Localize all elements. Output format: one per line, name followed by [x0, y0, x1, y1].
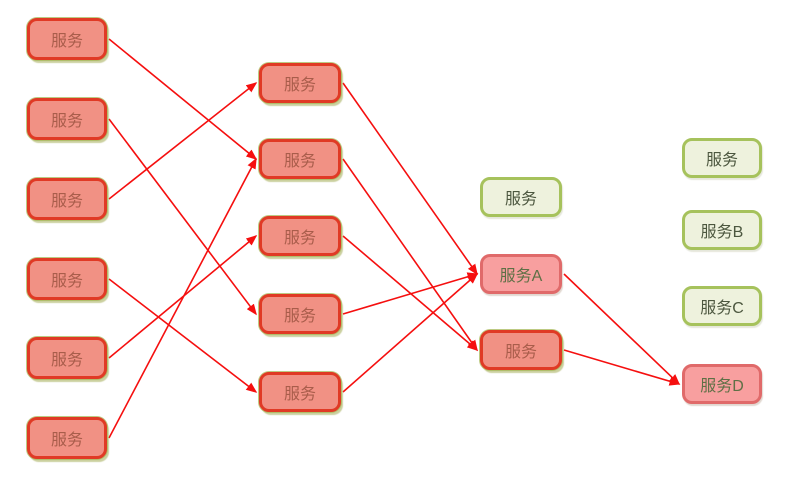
- node-svc-c[interactable]: 服务C: [682, 286, 762, 326]
- node-label: 服务: [50, 432, 83, 449]
- node-label: 服务: [283, 153, 316, 170]
- node-label: 服务B: [700, 224, 744, 241]
- node-svc-1-1[interactable]: 服务: [27, 18, 107, 60]
- node-svc-1-6[interactable]: 服务: [27, 417, 107, 459]
- edge-svc-a--svc-d[interactable]: [563, 273, 681, 386]
- node-label: 服务: [283, 230, 316, 247]
- edge-svc-1-1--svc-2-2[interactable]: [108, 38, 258, 160]
- node-svc-d[interactable]: 服务D: [682, 364, 762, 404]
- edge-svc-2-1--svc-a[interactable]: [342, 82, 478, 276]
- node-svc-a[interactable]: 服务A: [480, 254, 562, 294]
- node-svc-1-3[interactable]: 服务: [27, 178, 107, 220]
- node-svc-3-green[interactable]: 服务: [480, 177, 562, 217]
- node-label: 服务: [50, 33, 83, 50]
- node-svc-4-green[interactable]: 服务: [682, 138, 762, 178]
- node-label: 服务A: [499, 268, 543, 285]
- node-label: 服务D: [700, 378, 744, 395]
- node-svc-2-2[interactable]: 服务: [259, 139, 341, 179]
- node-svc-1-4[interactable]: 服务: [27, 258, 107, 300]
- node-label: 服务: [50, 113, 83, 130]
- node-label: 服务C: [700, 300, 744, 317]
- node-label: 服务: [50, 273, 83, 290]
- node-svc-3-red[interactable]: 服务: [480, 330, 562, 370]
- node-label: 服务: [283, 308, 316, 325]
- edge-svc-1-4--svc-2-5[interactable]: [108, 278, 258, 393]
- edge-svc-1-6--svc-2-2[interactable]: [108, 157, 257, 439]
- edge-svc-2-5--svc-a[interactable]: [342, 273, 479, 393]
- node-svc-2-1[interactable]: 服务: [259, 63, 341, 103]
- node-svc-2-4[interactable]: 服务: [259, 294, 341, 334]
- node-label: 服务: [50, 352, 83, 369]
- node-label: 服务: [705, 152, 738, 169]
- node-label: 服务: [283, 386, 316, 403]
- node-label: 服务: [504, 344, 537, 361]
- edge-svc-3-red--svc-d[interactable]: [563, 349, 681, 386]
- node-label: 服务: [50, 193, 83, 210]
- edge-svc-2-3--svc-3-red[interactable]: [342, 235, 479, 351]
- edge-svc-2-4--svc-a[interactable]: [342, 272, 479, 315]
- edge-svc-1-3--svc-2-1[interactable]: [108, 82, 258, 200]
- node-svc-b[interactable]: 服务B: [682, 210, 762, 250]
- edge-svc-1-2--svc-2-4[interactable]: [108, 118, 257, 316]
- node-svc-1-5[interactable]: 服务: [27, 337, 107, 379]
- edge-svc-2-2--svc-3-red[interactable]: [342, 158, 478, 352]
- node-svc-2-5[interactable]: 服务: [259, 372, 341, 412]
- node-label: 服务: [283, 77, 316, 94]
- node-svc-1-2[interactable]: 服务: [27, 98, 107, 140]
- node-svc-2-3[interactable]: 服务: [259, 216, 341, 256]
- node-label: 服务: [504, 191, 537, 208]
